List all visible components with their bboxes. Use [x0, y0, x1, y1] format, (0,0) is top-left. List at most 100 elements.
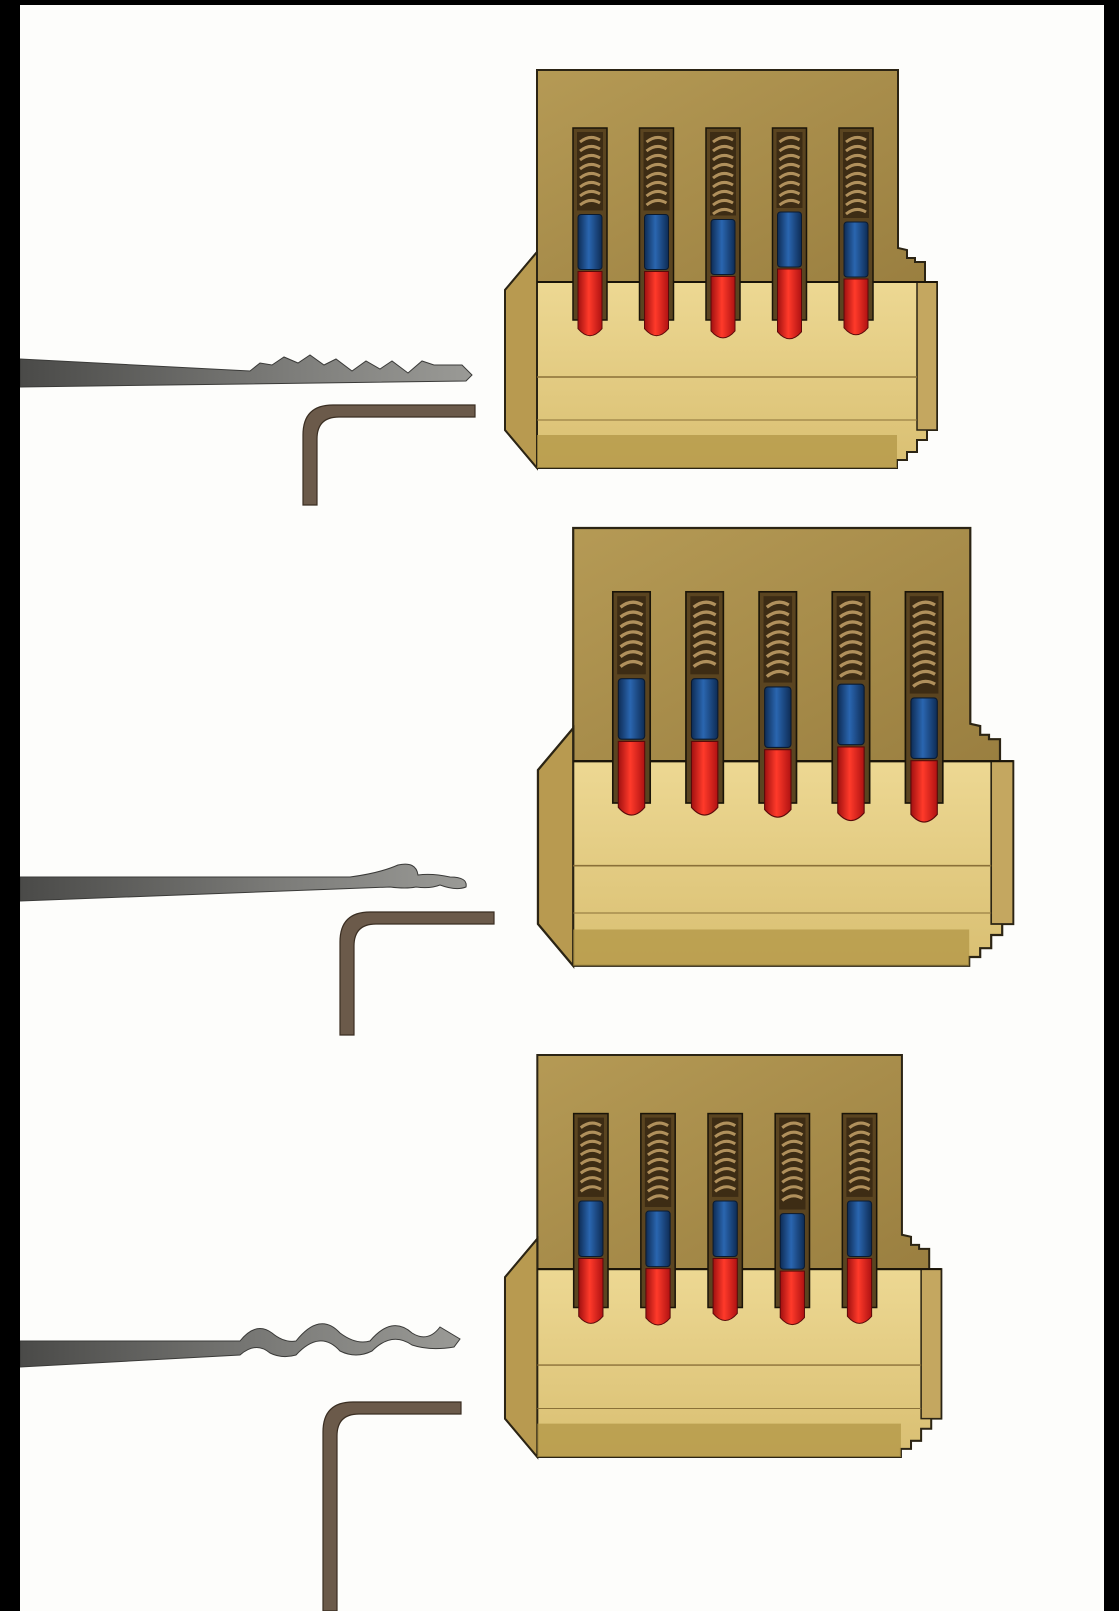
driver-pin	[837, 683, 865, 746]
spring-coil	[912, 659, 936, 668]
spring-coil	[714, 1157, 737, 1166]
key-pin	[712, 1258, 738, 1322]
spring-coil	[712, 207, 734, 216]
key-pin	[846, 1258, 873, 1324]
lock-illustration	[20, 69, 938, 506]
spring-coil	[619, 640, 644, 649]
spring-coil	[781, 1139, 804, 1148]
driver-pin	[617, 678, 646, 740]
spring-coil	[912, 600, 936, 609]
spring-coil	[765, 600, 790, 609]
panel-rake-city	[20, 5, 1104, 506]
spring-coil	[646, 1194, 669, 1202]
key-pin	[644, 271, 669, 337]
spring-coil	[712, 198, 734, 207]
driver-pin	[779, 1213, 805, 1270]
spring-coil	[579, 189, 601, 198]
spring-coil	[619, 630, 644, 639]
driver-pin	[712, 1200, 738, 1257]
driver-pin	[710, 219, 736, 275]
pin-stack	[705, 127, 741, 339]
pin-stack	[572, 127, 608, 337]
spring-coil	[579, 198, 601, 207]
picking-tools	[20, 1323, 462, 1611]
lock-cylinder	[504, 69, 938, 471]
spring-well	[577, 132, 603, 211]
spring-coil	[619, 650, 644, 659]
spring-coil	[848, 1167, 871, 1175]
pin-stack	[771, 127, 808, 340]
spring-coil	[848, 1185, 871, 1193]
pin-stack	[774, 1112, 811, 1326]
plug-bevel	[503, 1236, 539, 1460]
pin-stack	[572, 1112, 609, 1324]
spring-coil	[714, 1121, 737, 1129]
spring-coil	[848, 1148, 871, 1157]
spring-well	[763, 596, 793, 683]
spring-coil	[848, 1176, 871, 1184]
spring-coil	[838, 620, 863, 629]
spring-coil	[838, 669, 863, 678]
plug-right-cap	[920, 1268, 943, 1420]
spring-coil	[579, 135, 601, 144]
spring-coil	[645, 153, 668, 162]
spring-coil	[646, 1130, 669, 1139]
spring-coil	[765, 620, 790, 629]
spring-coil	[714, 1139, 737, 1148]
driver-pin	[846, 1200, 873, 1257]
spring-coil	[778, 162, 801, 171]
spring-coil	[778, 189, 801, 198]
spring-coil	[646, 1157, 669, 1166]
spring-coil	[765, 659, 790, 668]
driver-pin	[690, 678, 719, 740]
key-pin	[764, 749, 792, 818]
pin-stack	[838, 127, 874, 336]
spring-coil	[765, 669, 790, 678]
plug-bevel	[536, 725, 575, 969]
spring-coil	[845, 207, 867, 216]
spring-coil	[781, 1194, 804, 1202]
spring-coil	[765, 640, 790, 649]
snake-rake-pick	[20, 1323, 461, 1368]
driver-pin	[644, 214, 669, 270]
spring-coil	[646, 1148, 669, 1157]
pin-stack	[640, 1112, 676, 1326]
spring-coil	[838, 630, 863, 639]
diagram-frame	[20, 5, 1104, 1611]
spring-coil	[845, 198, 867, 207]
pin-stack	[904, 590, 944, 823]
spring-coil	[765, 650, 790, 659]
plug-bottom-shadow	[573, 929, 970, 966]
spring-coil	[845, 171, 867, 180]
spring-coil	[646, 1121, 669, 1129]
spring-coil	[848, 1130, 871, 1139]
pin-stack	[707, 1112, 744, 1322]
spring-coil	[579, 1139, 602, 1148]
key-pin	[617, 740, 646, 816]
spring-coil	[778, 144, 801, 153]
spring-coil	[714, 1185, 737, 1193]
spring-coil	[778, 198, 801, 207]
panel-hook	[20, 520, 1104, 1040]
lock-cylinder	[536, 526, 1015, 969]
spring-coil	[692, 659, 717, 668]
picking-tools	[20, 354, 476, 506]
spring-coil	[781, 1185, 804, 1193]
pin-stack	[611, 590, 652, 816]
spring-coil	[712, 189, 734, 198]
driver-pin	[777, 211, 802, 268]
pin-stack	[638, 127, 675, 337]
spring-coil	[912, 640, 936, 649]
spring-coil	[712, 144, 734, 153]
driver-pin	[843, 221, 869, 278]
spring-coil	[645, 189, 668, 198]
spring-coil	[579, 162, 601, 171]
driver-pin	[645, 1210, 671, 1268]
key-pin	[910, 760, 938, 823]
plug-right-cap	[916, 281, 938, 431]
spring-coil	[845, 144, 867, 153]
spring-coil	[781, 1157, 804, 1166]
spring-coil	[579, 180, 601, 189]
spring-coil	[579, 1121, 602, 1129]
spring-coil	[778, 171, 801, 180]
